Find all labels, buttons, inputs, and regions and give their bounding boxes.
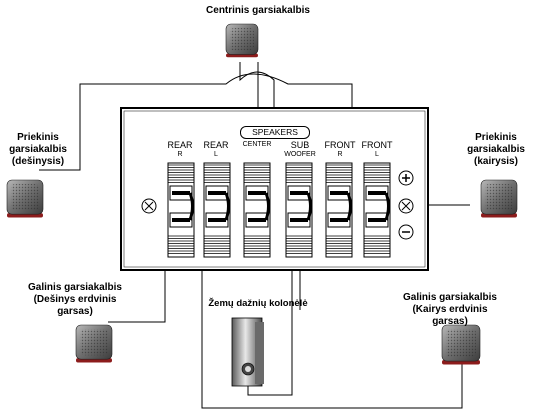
label-front-right: Priekinis garsiakalbis (dešinysis) xyxy=(9,132,67,167)
terminal-front-l xyxy=(363,162,391,258)
terminal-subwoofer xyxy=(285,162,313,258)
center-speaker-icon xyxy=(225,23,259,58)
rear-left-speaker-icon xyxy=(441,324,481,365)
channel-label-center: CENTER xyxy=(242,141,272,148)
speaker-panel-inner xyxy=(123,110,426,268)
subwoofer-icon xyxy=(231,317,264,387)
label-center: Centrinis garsiakalbis xyxy=(206,5,310,16)
wire-front-right xyxy=(39,73,353,171)
terminal-rear-l xyxy=(203,162,231,258)
front-right-speaker-icon xyxy=(6,179,44,218)
wire-rear-left xyxy=(201,270,463,409)
terminal-rear-r xyxy=(167,162,195,258)
panel-header: SPEAKERS xyxy=(240,126,310,139)
terminal-front-r xyxy=(325,162,353,258)
wire-subwoofer xyxy=(247,270,293,396)
panel-symbols xyxy=(141,170,414,240)
label-front-left: Priekinis garsiakalbis (kairysis) xyxy=(467,132,525,167)
label-rear-right: Galinis garsiakalbis (Dešinys erdvinis g… xyxy=(28,282,122,317)
terminal-center xyxy=(243,162,271,258)
terminal-block xyxy=(167,162,391,258)
label-subwoofer: Žemų dažnių kolonėlė xyxy=(208,298,308,309)
label-rear-left: Galinis garsiakalbis (Kairys erdvinis ga… xyxy=(403,292,497,327)
wire-center xyxy=(239,62,275,108)
front-left-speaker-icon xyxy=(480,179,518,218)
wires xyxy=(39,62,470,409)
wire-rear-right xyxy=(108,270,166,323)
rear-right-speaker-icon xyxy=(75,324,113,363)
